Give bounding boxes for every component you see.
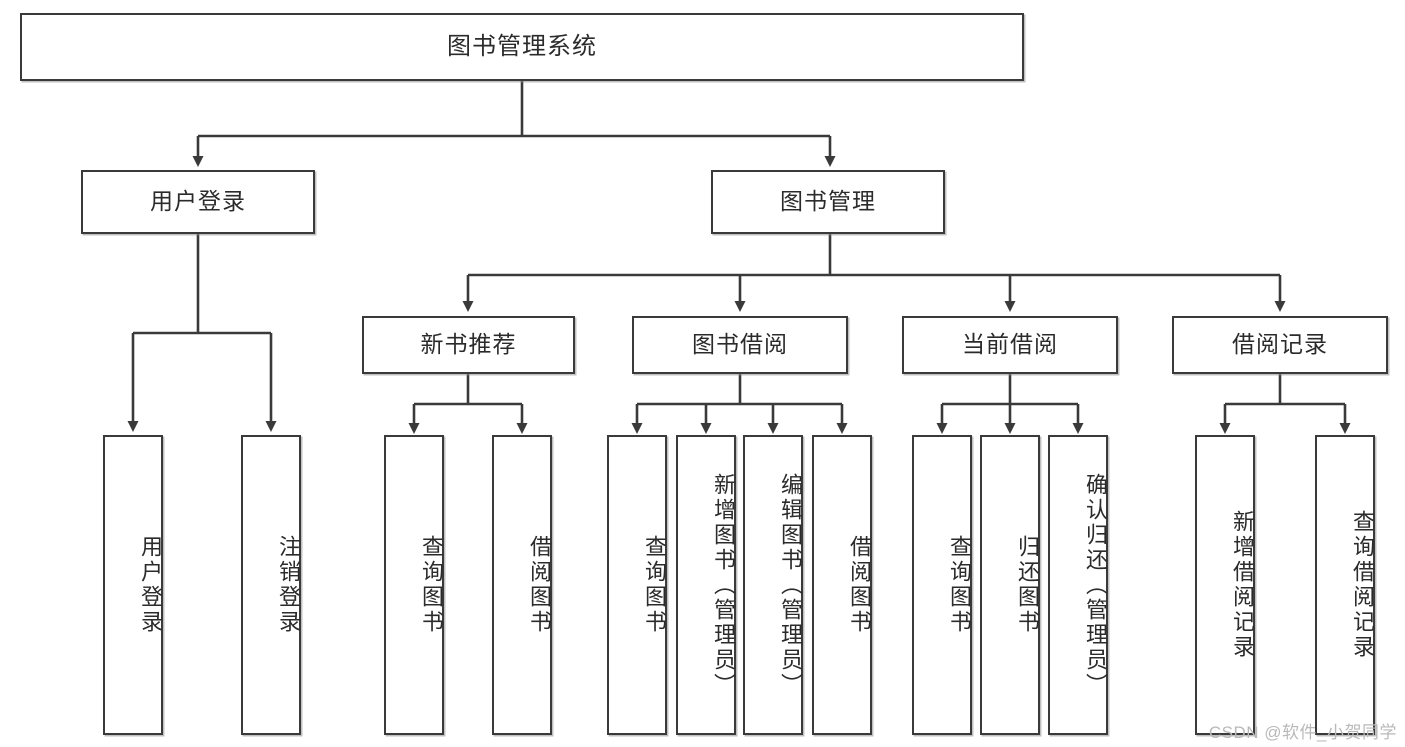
leaf-new-book-borrow[interactable]: 借阅图书 bbox=[492, 435, 552, 735]
node-label: 用户登录 bbox=[138, 535, 163, 635]
leaf-borrow-record-query[interactable]: 查询借阅记录 bbox=[1315, 435, 1375, 735]
node-label: 当前借阅 bbox=[962, 331, 1058, 358]
node-book-borrow[interactable]: 图书借阅 bbox=[632, 316, 848, 374]
node-label: 新增图书（管理员） bbox=[711, 472, 736, 698]
node-label: 新书推荐 bbox=[420, 331, 517, 358]
watermark-text: CSDN @软件_小贺同学 bbox=[1208, 723, 1397, 742]
leaf-user-login-signin[interactable]: 用户登录 bbox=[103, 435, 163, 735]
node-current-borrow[interactable]: 当前借阅 bbox=[902, 316, 1118, 374]
node-label: 查询图书 bbox=[642, 535, 667, 635]
leaf-current-borrow-confirm-return[interactable]: 确认归还（管理员） bbox=[1048, 435, 1108, 735]
node-label: 查询借阅记录 bbox=[1350, 510, 1375, 660]
node-label: 借阅记录 bbox=[1232, 331, 1328, 358]
node-label: 查询图书 bbox=[947, 535, 972, 635]
node-label: 借阅图书 bbox=[527, 535, 552, 635]
node-label: 确认归还（管理员） bbox=[1083, 472, 1108, 698]
leaf-book-borrow-add[interactable]: 新增图书（管理员） bbox=[676, 435, 736, 735]
node-label: 编辑图书（管理员） bbox=[778, 472, 803, 698]
leaf-book-borrow-query[interactable]: 查询图书 bbox=[607, 435, 667, 735]
node-label: 新增借阅记录 bbox=[1230, 510, 1255, 660]
node-new-book-recommend[interactable]: 新书推荐 bbox=[362, 316, 575, 374]
node-label: 归还图书 bbox=[1015, 535, 1040, 635]
node-borrow-record[interactable]: 借阅记录 bbox=[1172, 316, 1388, 374]
node-book-management[interactable]: 图书管理 bbox=[711, 170, 945, 234]
leaf-user-login-signout[interactable]: 注销登录 bbox=[241, 435, 301, 735]
leaf-book-borrow-borrow[interactable]: 借阅图书 bbox=[812, 435, 872, 735]
node-label: 借阅图书 bbox=[847, 535, 872, 635]
node-user-login[interactable]: 用户登录 bbox=[81, 170, 315, 234]
node-label: 用户登录 bbox=[150, 188, 246, 215]
node-label: 图书借阅 bbox=[692, 331, 788, 358]
node-root-system[interactable]: 图书管理系统 bbox=[20, 13, 1024, 81]
node-label: 图书管理 bbox=[780, 188, 876, 215]
leaf-current-borrow-return[interactable]: 归还图书 bbox=[980, 435, 1040, 735]
leaf-book-borrow-edit[interactable]: 编辑图书（管理员） bbox=[743, 435, 803, 735]
leaf-borrow-record-add[interactable]: 新增借阅记录 bbox=[1195, 435, 1255, 735]
node-label: 查询图书 bbox=[419, 535, 444, 635]
node-label: 图书管理系统 bbox=[447, 32, 597, 60]
leaf-new-book-query[interactable]: 查询图书 bbox=[384, 435, 444, 735]
leaf-current-borrow-query[interactable]: 查询图书 bbox=[912, 435, 972, 735]
node-label: 注销登录 bbox=[276, 535, 301, 635]
